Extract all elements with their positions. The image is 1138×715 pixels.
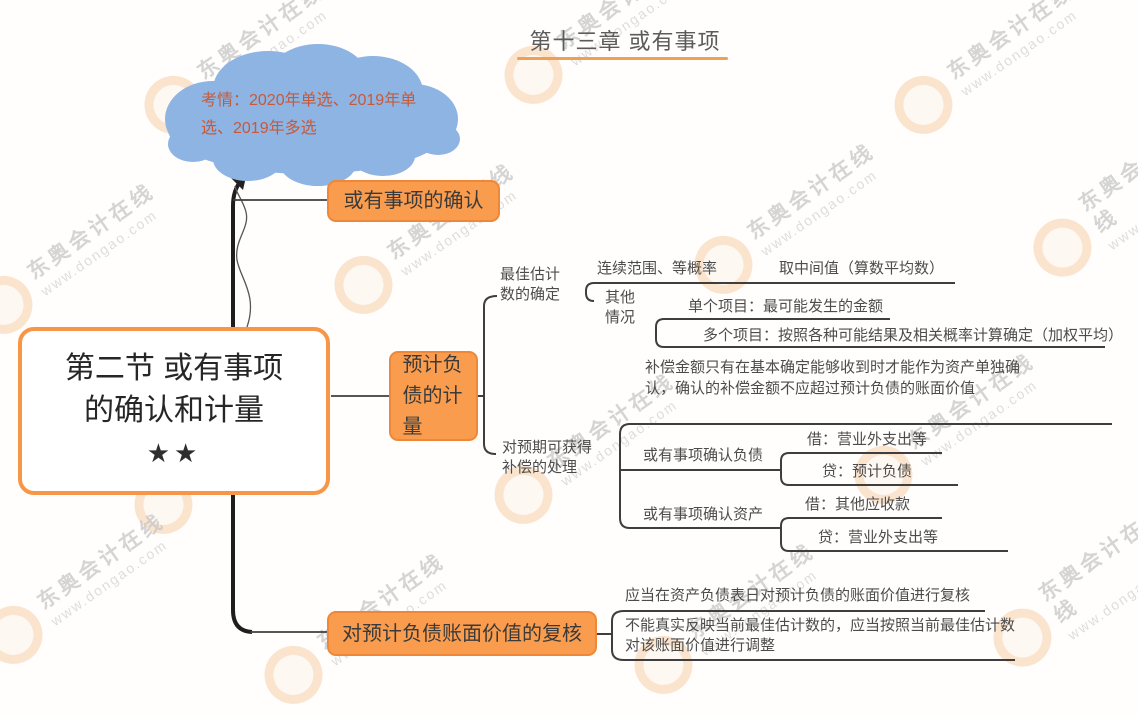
cloud-shape xyxy=(165,44,460,186)
topic-recognize-asset[interactable]: 或有事项确认资产 xyxy=(643,506,764,523)
review-rule-1[interactable]: 应当在资产负债表日对预计负债的账面价值进行复核 xyxy=(625,587,971,604)
topic-review[interactable]: 对预计负债账面价值的复核 xyxy=(327,611,597,656)
topic-continuous-range[interactable]: 连续范围、等概率 xyxy=(597,260,718,277)
review-rule-2[interactable]: 不能真实反映当前最佳估计数的，应当按照当前最佳估计数对该账面价值进行调整 xyxy=(625,617,1016,654)
topic-other-cases[interactable]: 其他情况 xyxy=(605,289,636,326)
exam-info-note: 考情：2020年单选、2019年单选、2019年多选 xyxy=(201,92,417,137)
entry-liability-debit[interactable]: 借：营业外支出等 xyxy=(807,431,928,448)
entry-asset-debit[interactable]: 借：其他应收款 xyxy=(805,496,911,513)
root-topic-line2: 的确认和计量 xyxy=(84,394,264,427)
entry-asset-credit[interactable]: 贷：营业外支出等 xyxy=(818,529,939,546)
entry-liability-credit[interactable]: 贷：预计负债 xyxy=(822,463,913,480)
chapter-title: 第十三章 或有事项 xyxy=(529,29,721,54)
topic-single-item[interactable]: 单个项目：最可能发生的金额 xyxy=(688,298,884,315)
chapter-title-underline xyxy=(517,57,728,60)
topic-recognize-liability[interactable]: 或有事项确认负债 xyxy=(643,447,764,464)
topic-multiple-items[interactable]: 多个项目：按照各种可能结果及相关概率计算确定（加权平均） xyxy=(703,327,1124,344)
root-topic-line1: 第二节 或有事项 xyxy=(64,352,284,385)
topic-measurement[interactable]: 预计负债的计量 xyxy=(389,351,478,441)
topic-compensation-note[interactable]: 补偿金额只有在基本确定能够收到时才能作为资产单独确认，确认的补偿金额不应超过预计… xyxy=(645,359,1021,397)
importance-stars: ★★ xyxy=(146,438,202,468)
topic-measurement-label: 预计负债的计量 xyxy=(402,353,463,438)
topic-confirmation[interactable]: 或有事项的确认 xyxy=(327,180,500,222)
root-topic[interactable]: 第二节 或有事项 的确认和计量 ★★ xyxy=(18,327,330,495)
topic-midpoint-value[interactable]: 取中间值（算数平均数） xyxy=(779,260,945,277)
connector-lines xyxy=(231,168,1112,661)
topic-best-estimate[interactable]: 最佳估计数的确定 xyxy=(500,266,561,303)
topic-compensation[interactable]: 对预期可获得补偿的处理 xyxy=(502,439,593,476)
